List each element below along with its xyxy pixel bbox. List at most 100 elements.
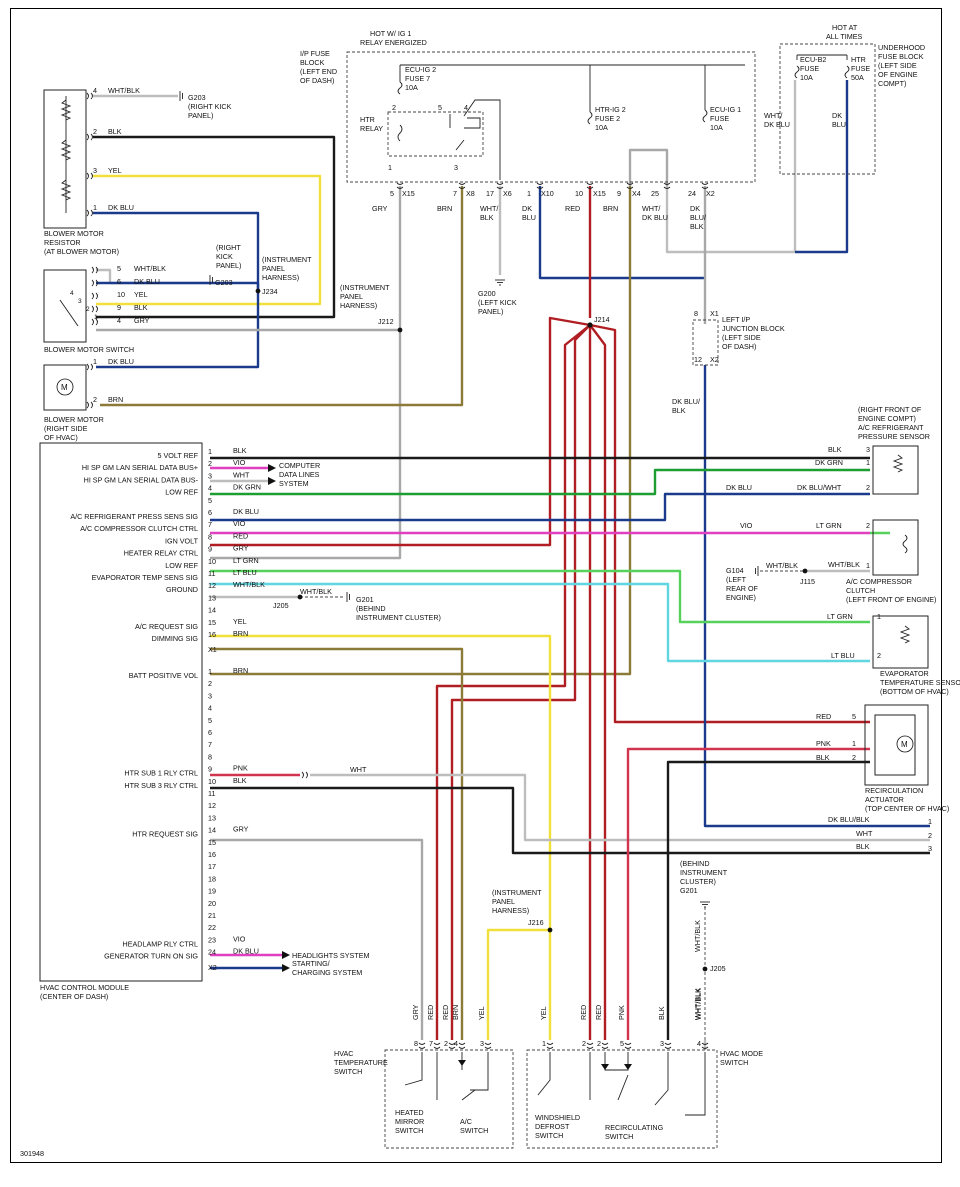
wire-label: WHT xyxy=(350,765,367,774)
pin-label: 2 xyxy=(852,753,856,762)
hvac-pin-number: 24 xyxy=(208,948,216,957)
ecu-ig1-label: ECU-IG 1 xyxy=(710,105,741,114)
ip-harness-label: PANEL xyxy=(262,264,285,273)
g200-label: G200 xyxy=(478,289,496,298)
connector-symbol xyxy=(86,401,89,409)
charging-label: STARTING/ xyxy=(292,959,330,968)
g201-label: INSTRUMENT CLUSTER) xyxy=(356,613,441,622)
relay-feed xyxy=(463,99,501,180)
wire-label: WHT/ xyxy=(480,204,498,213)
connector-symbol xyxy=(95,266,98,274)
g203b-label: G203 xyxy=(215,278,233,287)
fuse-pin-label: 9 xyxy=(617,189,621,198)
wire-dkblu-sw xyxy=(96,281,260,369)
connector-id: X2 xyxy=(208,963,217,972)
fuse-block-connector xyxy=(458,186,466,189)
hvac-pin-number: 11 xyxy=(208,789,215,798)
hvac-pin-number: 12 xyxy=(208,581,216,590)
ecu-ig2-fuse xyxy=(397,81,403,95)
diode xyxy=(601,1064,609,1070)
ip-harness-label: (INSTRUMENT xyxy=(262,255,312,264)
wire-gry-htrreq xyxy=(210,838,424,1040)
g200-label: (LEFT KICK xyxy=(478,298,517,307)
g201b-label: (BEHIND xyxy=(680,859,710,868)
ip-fuse-block-label: I/P FUSE xyxy=(300,49,330,58)
figure-id: 301948 xyxy=(20,1149,44,1158)
pin-label: 4 xyxy=(93,86,97,95)
hvac-wire-color: VIO xyxy=(233,458,246,467)
switch-pin: 3 xyxy=(78,298,82,305)
hvac-pin-number: 20 xyxy=(208,899,216,908)
g104-label: REAR OF xyxy=(726,584,759,593)
wire-ltblu-evap xyxy=(210,582,870,663)
underhood-label: COMPT) xyxy=(878,79,906,88)
pin-label: 1 xyxy=(852,739,856,748)
j205b-label: J205 xyxy=(710,964,726,973)
wire-label: WHT/ xyxy=(764,111,782,120)
computer-data-label: COMPUTER xyxy=(279,461,320,470)
connector-symbol xyxy=(91,305,94,313)
pin-label: 5 xyxy=(852,712,856,721)
blower-switch-box xyxy=(43,269,87,343)
arrow-gen xyxy=(282,964,290,972)
wire-yel-blower xyxy=(93,174,322,306)
hvac-pin-number: 5 xyxy=(208,716,212,725)
hvac-pin-label: A/C COMPRESSOR CLUTCH CTRL xyxy=(80,524,198,533)
wire-label: DK xyxy=(522,204,532,213)
wire-label: BRN xyxy=(108,395,123,404)
htr-ig2-label: HTR-IG 2 xyxy=(595,105,626,114)
bottom-pin: 2 xyxy=(597,1039,601,1048)
mode-switch-label: SWITCH xyxy=(720,1058,748,1067)
wire-label: DK BLU/WHT xyxy=(797,483,842,492)
pin-label: 1 xyxy=(93,203,97,212)
ac-switch-label: A/C xyxy=(460,1117,472,1126)
htr-ig2-label: 10A xyxy=(595,123,608,132)
jb-pin: 12 xyxy=(694,355,702,364)
hvac-pin-number: 14 xyxy=(208,606,216,615)
hvac-pin-number: 15 xyxy=(208,838,216,847)
compressor-label: (LEFT FRONT OF ENGINE) xyxy=(846,595,936,604)
hvac-pin-number: 18 xyxy=(208,874,216,883)
wire-pnk-recirc xyxy=(626,747,870,1040)
motor-m: M xyxy=(901,740,908,749)
htr-fuse xyxy=(844,65,850,79)
wire-label: BLU xyxy=(832,120,846,129)
fuse-pin-label: 7 xyxy=(453,189,457,198)
pin-label: 2 xyxy=(877,651,881,660)
hvac-pin-number: 4 xyxy=(208,704,212,713)
right-kick-label: KICK xyxy=(216,252,233,261)
blower-resistor-label: BLOWER MOTOR xyxy=(44,229,104,238)
hvac-wire-color: PNK xyxy=(233,764,248,773)
ecu-ig1-label: FUSE xyxy=(710,114,729,123)
hvac-wire-color: GRY xyxy=(233,544,249,553)
hvac-pin-label: GROUND xyxy=(166,585,198,594)
pin-label: 3 xyxy=(866,445,870,454)
hvac-pin-label: HI SP GM LAN SERIAL DATA BUS- xyxy=(84,475,199,484)
connector-symbol xyxy=(90,401,93,409)
fuse-block-connector xyxy=(536,186,544,189)
connector-symbol xyxy=(90,172,93,180)
bottom-pin: 3 xyxy=(480,1039,484,1048)
ip-harness2-label: PANEL xyxy=(340,292,363,301)
connector-symbol xyxy=(95,305,98,313)
hvac-pin-label: A/C REQUEST SIG xyxy=(135,622,198,631)
bottom-pin: 4 xyxy=(454,1039,458,1048)
wire-red-temp xyxy=(450,324,591,1040)
hvac-wire-color: YEL xyxy=(233,617,247,626)
wire-dkblu-press xyxy=(210,492,870,522)
temp-switch-label: SWITCH xyxy=(334,1067,362,1076)
wire-label: LT BLU xyxy=(831,651,855,660)
g201-label: (BEHIND xyxy=(356,604,386,613)
ecu-ig1-fuse xyxy=(702,109,708,123)
hvac-pin-label: A/C REFRIGERANT PRESS SENS SIG xyxy=(70,512,198,521)
recirc-motor-box xyxy=(874,714,916,776)
blower-motor-box xyxy=(43,364,87,411)
recirc-motor-symbol xyxy=(896,735,914,753)
wire-dkblu-uh xyxy=(795,80,849,254)
wire-red-mode xyxy=(589,324,607,1040)
hvac-pin-label: HEADLAMP RLY CTRL xyxy=(123,939,199,948)
splice-j115 xyxy=(802,568,808,574)
fuse-pin-label: X2 xyxy=(706,189,715,198)
connector-symbol xyxy=(418,1046,426,1049)
